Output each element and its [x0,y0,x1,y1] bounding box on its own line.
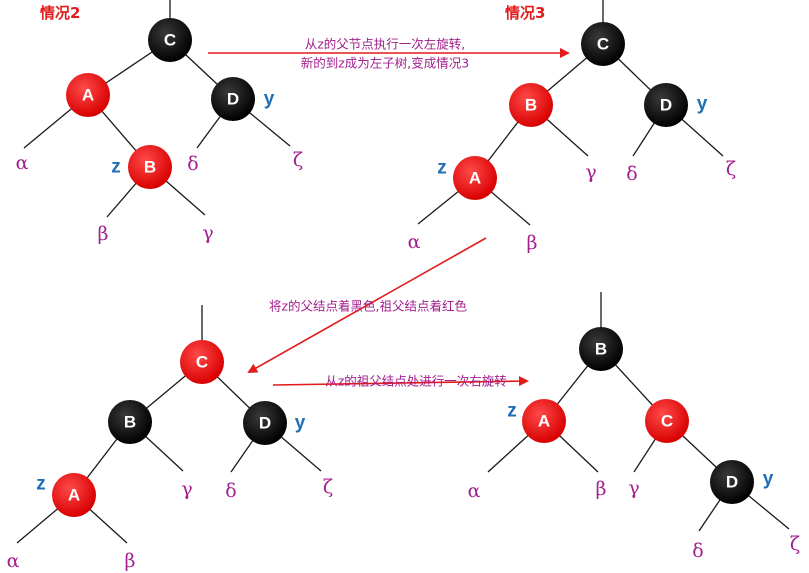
node-label: A [469,169,481,188]
step1-note-line1: 从z的父节点执行一次左旋转, [305,37,466,52]
zeta-label: ζ [293,149,303,171]
node-a-red [66,73,110,117]
alpha-label: α [7,550,20,572]
node-label: A [538,412,550,431]
transition-arrow-3 [272,376,529,387]
step2-note: 将z的父结点着黑色,祖父结点着红色 [269,299,468,314]
delta-label: δ [225,480,236,502]
beta-label: β [527,232,538,254]
gamma-label: γ [181,478,192,500]
node-c-red [180,340,224,384]
node-d-black [644,83,688,127]
case2-title: 情况2 [40,4,80,22]
beta-label: β [98,223,109,245]
step3-note: 从z的祖父结点处进行一次右旋转 [325,374,507,389]
node-b-black [108,400,152,444]
tree-case2: C A B D z y α β γ δ ζ [16,0,303,245]
node-label: B [595,340,607,359]
node-label: A [82,86,94,105]
node-label: C [661,412,673,431]
node-d-black [211,77,255,121]
node-label: B [525,96,537,115]
node-c-black [148,18,192,62]
node-label: C [196,353,208,372]
case3-title: 情况3 [505,4,545,22]
node-c-black [581,22,625,66]
y-marker: y [763,469,774,490]
gamma-label: γ [585,161,596,183]
gamma-label: γ [202,222,213,244]
transition-arrow-2 [247,237,487,373]
tree-final: B A C D z y α β γ δ ζ [468,292,800,562]
alpha-label: α [16,152,29,174]
node-b-black [579,327,623,371]
zeta-label: ζ [726,158,736,180]
y-marker: y [697,94,708,115]
node-a-red [453,156,497,200]
z-marker: z [111,157,121,178]
node-b-red [509,83,553,127]
node-b-red [128,145,172,189]
node-a-red [522,399,566,443]
node-label: D [660,96,672,115]
beta-label: β [125,550,136,572]
delta-label: δ [692,540,703,562]
node-d-black [243,401,287,445]
step1-note-line2: 新的到z成为左子树,变成情况3 [301,56,470,71]
node-label: B [144,158,156,177]
delta-label: δ [187,153,198,175]
zeta-label: ζ [323,476,333,498]
node-label: B [124,413,136,432]
zeta-label: ζ [790,533,800,555]
node-d-black [710,460,754,504]
node-a-red [52,473,96,517]
alpha-label: α [408,231,421,253]
z-marker: z [507,401,517,422]
tree-case3: C B A D z y α β γ δ ζ [408,0,736,254]
z-marker: z [437,158,447,179]
alpha-label: α [468,480,481,502]
tree-step2: C B A D z y α β γ δ ζ [7,305,333,572]
z-marker: z [36,474,46,495]
node-c-red [645,399,689,443]
node-label: C [164,31,176,50]
node-label: A [68,486,80,505]
beta-label: β [596,478,607,500]
node-label: D [259,414,271,433]
node-label: C [597,35,609,54]
y-marker: y [295,413,306,434]
gamma-label: γ [628,477,639,499]
node-label: D [227,90,239,109]
y-marker: y [264,89,275,110]
node-label: D [726,473,738,492]
delta-label: δ [626,163,637,185]
